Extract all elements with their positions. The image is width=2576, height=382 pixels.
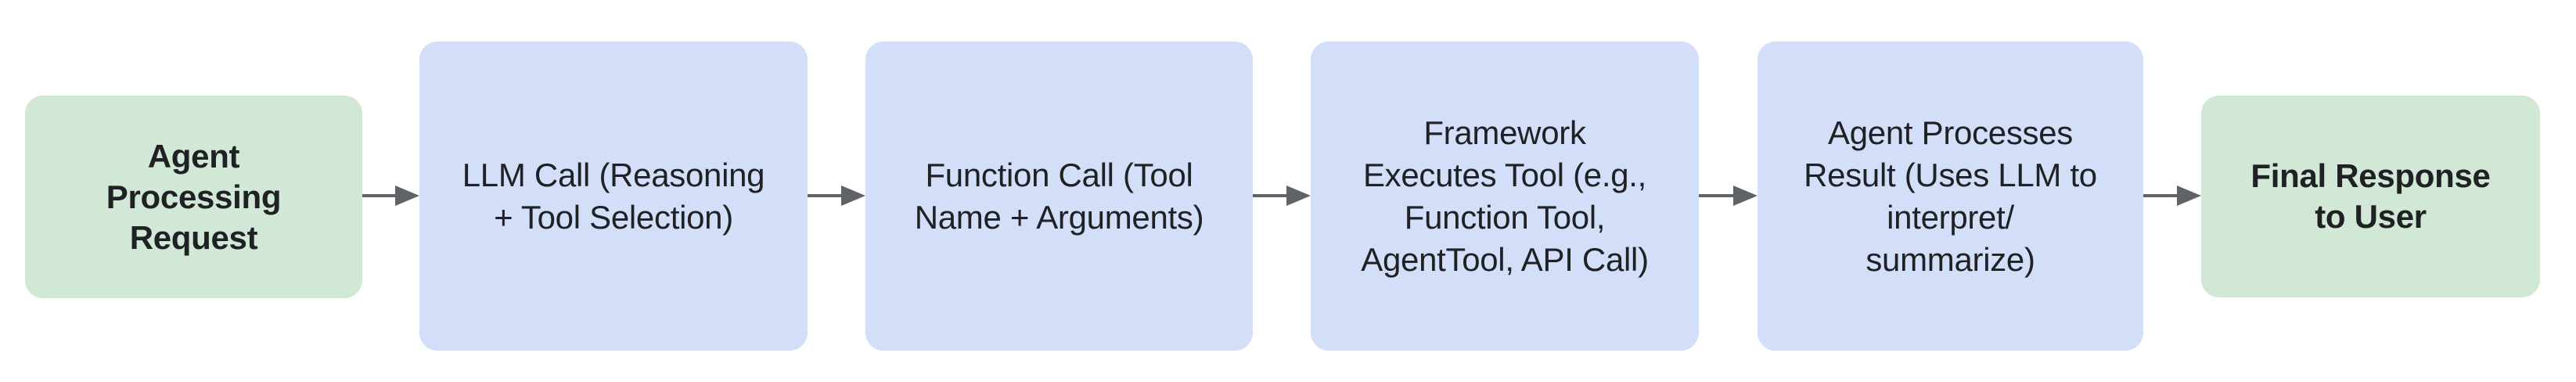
node-framework-executes-tool: Framework Executes Tool (e.g., Function … [1311,41,1699,351]
arrow-head [841,186,865,206]
node-function-call-label: Function Call (Tool Name + Arguments) [914,156,1204,236]
arrow-head [395,186,419,206]
node-agent-processes-result: Agent Processes Result (Uses LLM to inte… [1758,41,2143,351]
node-function-call: Function Call (Tool Name + Arguments) [865,41,1253,351]
arrow-shaft [362,194,401,197]
arrow-shaft [1699,194,1739,197]
node-framework-executes-tool-label: Framework Executes Tool (e.g., Function … [1361,114,1649,278]
flow-arrow-2-icon [808,186,865,206]
node-agent-processing-request-label: Agent Processing Request [106,137,282,256]
arrow-shaft [1253,194,1292,197]
arrow-head [2177,186,2201,206]
arrow-head [1286,186,1311,206]
arrow-head [1733,186,1758,206]
flow-arrow-3-icon [1253,186,1311,206]
flow-arrow-4-icon [1699,186,1758,206]
node-agent-processes-result-label: Agent Processes Result (Uses LLM to inte… [1804,114,2097,278]
node-final-response-to-user-label: Final Response to User [2250,157,2491,235]
node-final-response-to-user: Final Response to User [2201,96,2540,297]
flow-arrow-5-icon [2143,186,2201,206]
node-llm-call: LLM Call (Reasoning + Tool Selection) [419,41,808,351]
flow-arrow-1-icon [362,186,419,206]
arrow-shaft [808,194,847,197]
node-llm-call-label: LLM Call (Reasoning + Tool Selection) [462,156,765,236]
node-agent-processing-request: Agent Processing Request [25,96,362,298]
arrow-shaft [2143,194,2182,197]
